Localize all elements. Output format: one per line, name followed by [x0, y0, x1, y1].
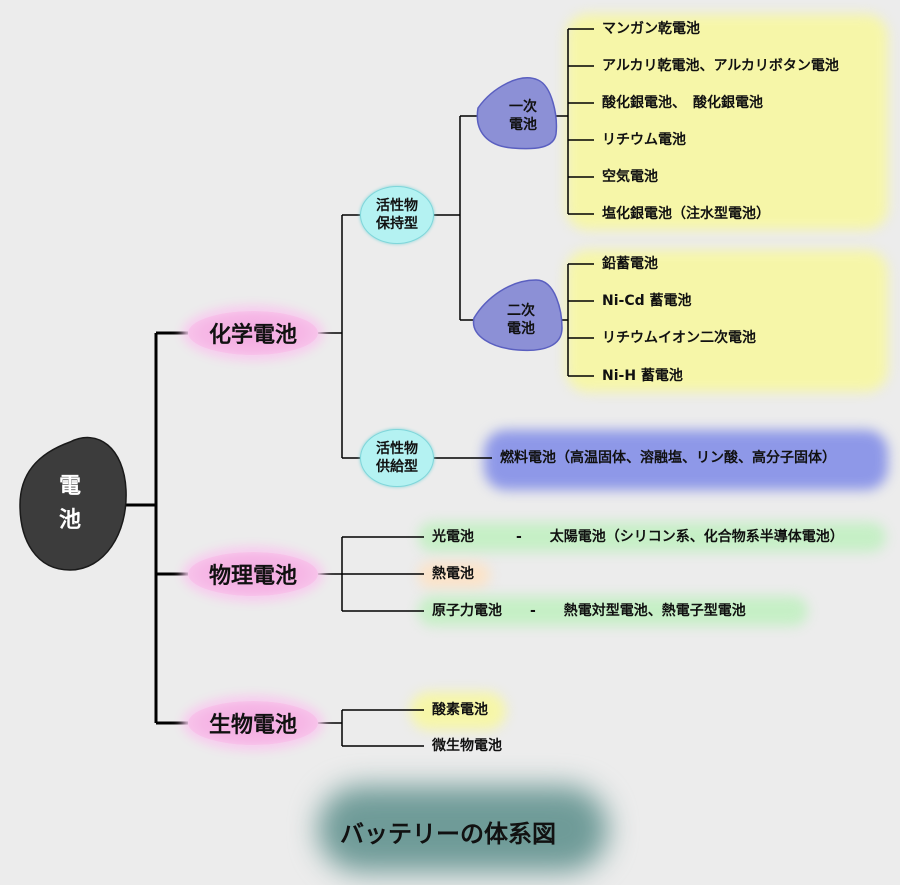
- primary-item: 塩化銀電池（注水型電池）: [602, 206, 770, 222]
- primary-items-highlight: [566, 14, 888, 230]
- root-node: 電 池: [52, 470, 88, 538]
- physical-item-1-highlight: [418, 522, 886, 552]
- group-secondary-line1: 二次: [507, 303, 535, 319]
- category-physical: 物理電池: [188, 552, 318, 596]
- diagram-title: バッテリーの体系図: [340, 820, 556, 848]
- physical-item: 光電池 - 太陽電池（シリコン系、化合物系半導体電池）: [432, 529, 844, 545]
- biological-item: 微生物電池: [432, 738, 502, 754]
- supplied-item: 燃料電池（高温固体、溶融塩、リン酸、高分子固体）: [500, 450, 836, 466]
- primary-item: リチウム電池: [602, 132, 686, 148]
- group-secondary-line2: 電池: [507, 321, 535, 337]
- category-biological-label: 生物電池: [208, 713, 297, 738]
- primary-item: マンガン乾電池: [602, 21, 700, 37]
- physical-item-3-highlight: [418, 596, 808, 626]
- subtype-supplied-line2: 供給型: [376, 459, 418, 475]
- subtype-retained-line1: 活性物: [376, 198, 418, 214]
- group-primary: 一次 電池: [498, 98, 548, 134]
- footer-title-highlight: [318, 786, 608, 872]
- category-chemical-label: 化学電池: [208, 323, 297, 348]
- root-blob-shape: [19, 436, 127, 571]
- primary-item: 空気電池: [602, 169, 658, 185]
- group-primary-line1: 一次: [509, 99, 537, 115]
- group-primary-line2: 電池: [509, 117, 537, 133]
- physical-item: 原子力電池 - 熱電対型電池、熱電子型電池: [432, 603, 746, 619]
- secondary-item: Ni-Cd 蓄電池: [602, 293, 692, 309]
- subtype-retained-line2: 保持型: [376, 216, 418, 232]
- biological-item: 酸素電池: [432, 702, 488, 718]
- physical-item-2-highlight: [418, 562, 490, 588]
- category-chemical: 化学電池: [188, 311, 318, 355]
- subtype-retained: 活性物 保持型: [360, 186, 434, 244]
- secondary-item: 鉛蓄電池: [602, 256, 658, 272]
- secondary-items-highlight: [566, 250, 888, 392]
- biological-item-1-highlight: [410, 692, 506, 730]
- primary-item: アルカリ乾電池、アルカリボタン電池: [602, 58, 839, 74]
- secondary-group-blob-shape: [472, 279, 563, 352]
- secondary-item: リチウムイオン二次電池: [602, 330, 756, 346]
- physical-item: 熱電池: [432, 566, 474, 582]
- category-biological: 生物電池: [188, 701, 318, 745]
- primary-group-blob-shape: [476, 77, 558, 150]
- subtype-supplied-line1: 活性物: [376, 441, 418, 457]
- root-label-line2: 池: [58, 508, 81, 533]
- secondary-item: Ni-H 蓄電池: [602, 368, 683, 384]
- primary-item: 酸化銀電池、 酸化銀電池: [602, 95, 763, 111]
- group-secondary: 二次 電池: [496, 302, 546, 338]
- supplied-items-highlight: [484, 430, 888, 490]
- category-physical-label: 物理電池: [208, 564, 297, 589]
- subtype-supplied: 活性物 供給型: [360, 429, 434, 487]
- root-label-line1: 電: [58, 474, 81, 499]
